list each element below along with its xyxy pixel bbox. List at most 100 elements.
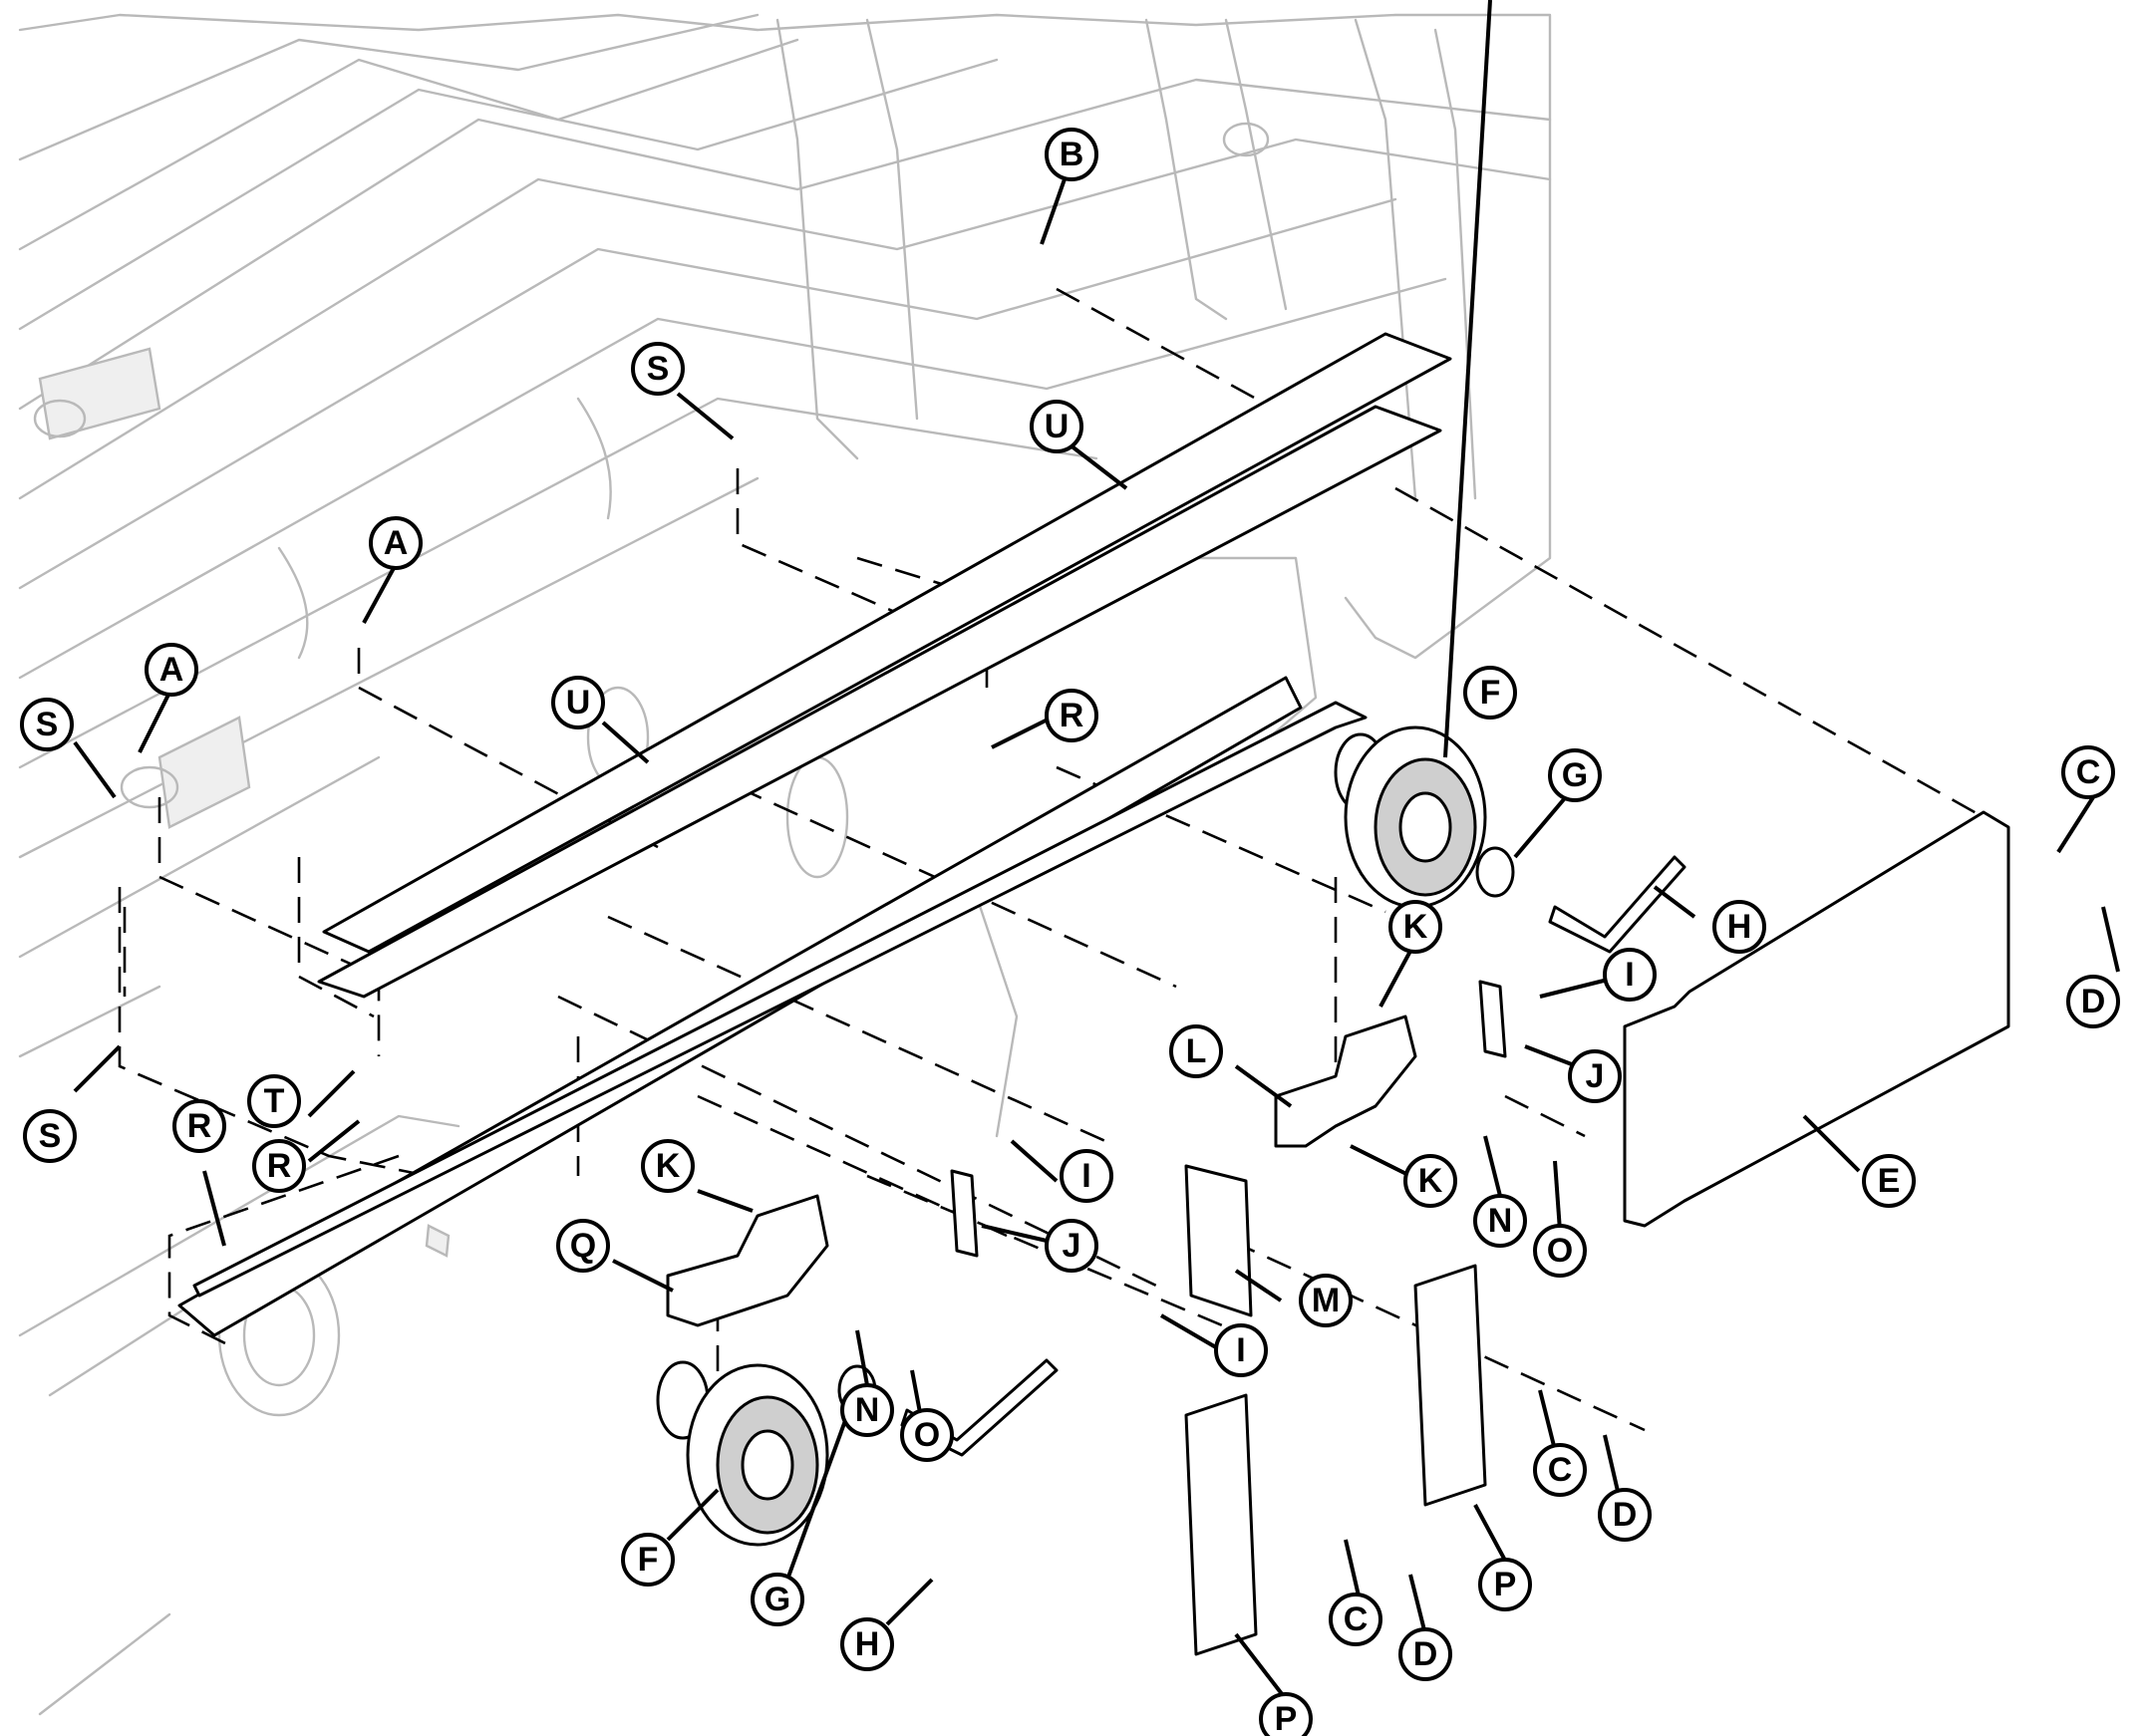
svg-text:K: K [656,1147,681,1185]
callout-C: C [1533,1443,1587,1497]
callout-G: G [751,1573,804,1626]
callout-N: N [840,1383,894,1437]
svg-text:R: R [1060,697,1084,734]
callout-R: R [172,1099,226,1153]
svg-text:M: M [1312,1282,1340,1319]
callout-A: A [369,516,423,570]
callout-J: J [1045,1219,1098,1273]
callout-Q: Q [556,1219,610,1273]
svg-text:S: S [36,706,59,743]
callout-K: K [1388,900,1442,954]
svg-text:F: F [1480,674,1501,712]
svg-text:S: S [647,350,670,388]
callout-A: A [145,643,198,697]
callout-P: P [1259,1692,1313,1736]
callout-P: P [1478,1558,1532,1611]
svg-text:H: H [1727,908,1752,946]
svg-text:D: D [1613,1496,1638,1534]
svg-text:N: N [855,1391,880,1429]
callout-J: J [1568,1049,1622,1103]
svg-text:D: D [2081,983,2106,1020]
plate-m [1184,1164,1253,1317]
channel-u-upper [322,332,1452,954]
plate-e [1623,810,2010,1228]
svg-text:J: J [1063,1227,1081,1265]
svg-text:S: S [39,1117,62,1155]
svg-text:F: F [638,1541,659,1579]
callout-K: K [1403,1154,1457,1208]
alignment-dashed-lines [118,287,1985,1432]
callout-U: U [1030,400,1083,453]
svg-text:G: G [765,1581,790,1618]
svg-text:H: H [855,1625,880,1663]
callout-U: U [551,676,605,729]
svg-text:U: U [1045,408,1070,445]
callout-I: I [1214,1323,1268,1377]
callout-R: R [252,1139,306,1193]
callout-K: K [641,1139,695,1193]
svg-text:O: O [1547,1232,1573,1270]
svg-text:P: P [1494,1566,1517,1603]
callout-G: G [1548,748,1602,802]
svg-text:C: C [1344,1600,1369,1638]
bracket-q [666,1194,829,1327]
svg-text:U: U [566,684,591,722]
hose-h-right [1548,855,1686,954]
svg-text:I: I [1236,1331,1245,1369]
roller-f-right [1334,725,1487,909]
svg-text:B: B [1060,136,1084,173]
callout-L: L [1169,1024,1223,1078]
callout-O: O [1533,1224,1587,1278]
svg-text:R: R [267,1147,292,1185]
callout-I: I [1060,1149,1113,1203]
svg-text:J: J [1586,1057,1605,1095]
svg-text:C: C [1548,1451,1573,1489]
callout-D: D [2066,975,2120,1028]
plate-p-left [1184,1393,1258,1656]
svg-text:Q: Q [570,1227,596,1265]
svg-text:R: R [187,1107,212,1145]
callout-B: B [1045,128,1098,181]
callout-S: S [20,698,74,751]
bracket-l [1274,1014,1417,1148]
svg-text:C: C [2076,753,2101,791]
callout-I: I [1603,948,1657,1002]
callout-N: N [1473,1194,1527,1248]
callout-T: T [247,1074,301,1128]
svg-text:I: I [1081,1157,1090,1195]
svg-text:K: K [1418,1162,1443,1200]
callout-R: R [1045,689,1098,742]
callout-M: M [1299,1274,1353,1327]
callout-F: F [621,1533,675,1587]
svg-text:T: T [264,1082,285,1120]
plate-j-right [1478,980,1507,1058]
leader-lines [73,0,2120,1701]
callout-C: C [1329,1592,1382,1646]
callout-S: S [23,1109,77,1163]
svg-text:G: G [1562,756,1588,794]
svg-text:L: L [1186,1032,1207,1070]
roller-f-left [656,1360,829,1547]
callout-F: F [1463,666,1517,720]
svg-text:O: O [914,1416,940,1454]
ring-g-right [1475,846,1515,898]
parts [177,332,2010,1656]
callout-D: D [1598,1488,1652,1542]
svg-text:N: N [1488,1202,1513,1240]
callout-C: C [2061,745,2115,799]
callout-E: E [1862,1154,1916,1208]
plate-j-left [950,1169,979,1258]
callout-H: H [1712,900,1766,954]
svg-text:I: I [1625,956,1634,994]
plate-p-right [1413,1264,1487,1507]
callout-D: D [1398,1627,1452,1681]
svg-text:E: E [1878,1162,1901,1200]
channel-u-lower [317,405,1442,999]
callout-S: S [631,342,685,396]
svg-text:K: K [1403,908,1428,946]
svg-text:A: A [384,524,409,562]
svg-text:D: D [1413,1635,1438,1673]
callout-O: O [900,1408,954,1462]
mounting-bar [192,701,1368,1298]
